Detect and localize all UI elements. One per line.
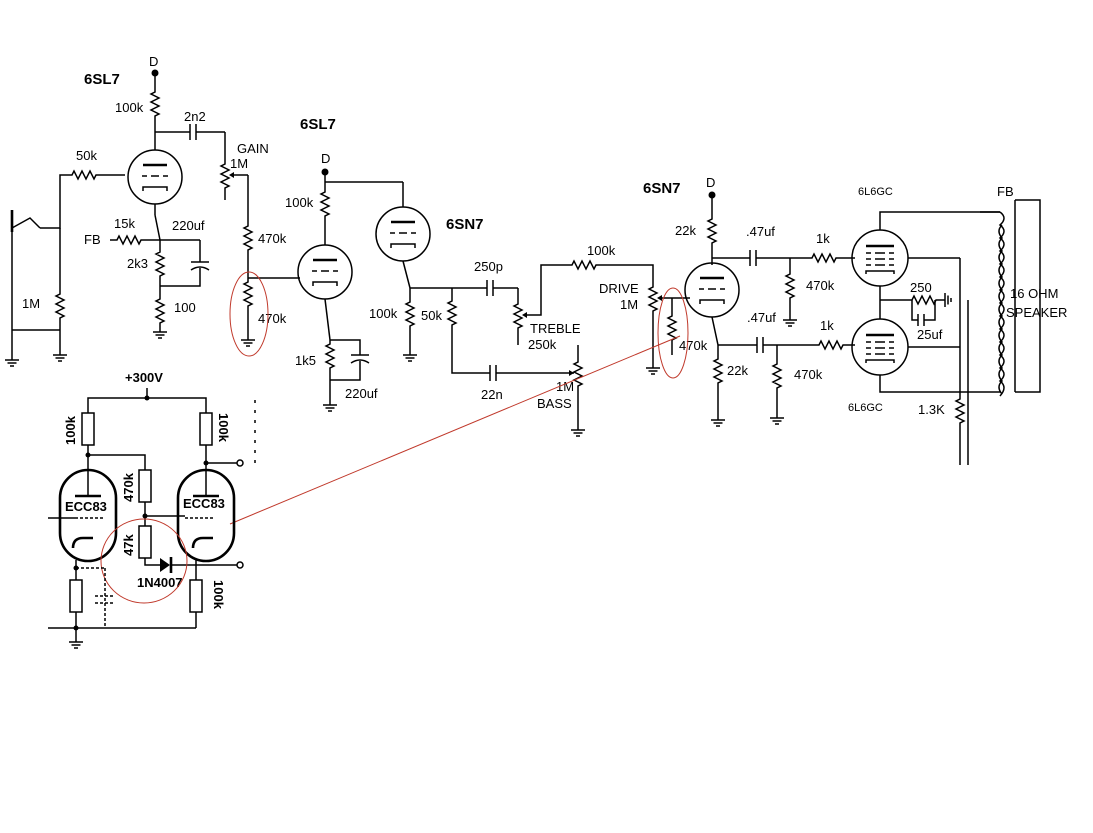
highlight-circle-470k-drive — [657, 287, 689, 379]
inset-label-diode: 1N4007 — [137, 575, 183, 590]
supply-label-d1: D — [149, 54, 158, 69]
tube-label-v2: 6SL7 — [300, 116, 336, 133]
label-c-220uf-a: 220uf — [172, 218, 205, 233]
supply-label-d2: D — [321, 151, 330, 166]
highlight-circle-470k — [229, 271, 269, 357]
label-c-22n: 22n — [481, 387, 503, 402]
label-treble-val: 250k — [528, 337, 557, 352]
tube-label-v1: 6SL7 — [84, 71, 120, 88]
label-r-1m-in: 1M — [22, 296, 40, 311]
label-r-50k-b: 50k — [421, 308, 442, 323]
tube-p1-symbol — [850, 228, 910, 288]
tube-label-p2: 6L6GC — [848, 402, 883, 414]
label-r-470k-d: 470k — [806, 278, 835, 293]
label-c-25uf: 25uf — [917, 327, 943, 342]
inset-tube-2 — [176, 468, 236, 563]
label-treble: TREBLE — [530, 321, 581, 336]
label-gain-val: 1M — [230, 156, 248, 171]
label-r-100k-b: 100k — [285, 195, 314, 210]
tube-v1-symbol — [126, 148, 184, 206]
label-bass-val: 1M — [556, 379, 574, 394]
label-r-50k-in: 50k — [76, 148, 97, 163]
label-r-470k-c: 470k — [679, 338, 708, 353]
inset-supply-label: +300V — [125, 370, 163, 385]
label-drive: DRIVE — [599, 281, 639, 296]
label-r-250: 250 — [910, 280, 932, 295]
label-r-100k-a: 100k — [115, 100, 144, 115]
label-c-47uf-b: .47uf — [747, 310, 776, 325]
tube-v2-symbol — [296, 243, 354, 301]
supply-label-d3: D — [706, 175, 715, 190]
inset-highlight-circle — [100, 518, 188, 604]
inset-tube-1 — [48, 468, 118, 563]
label-r-22k-b: 22k — [727, 363, 748, 378]
label-r-15k: 15k — [114, 216, 135, 231]
inset-label-r-100k-c: 100k — [211, 580, 226, 610]
tube-p2-symbol — [850, 317, 910, 377]
label-gain: GAIN — [237, 141, 269, 156]
label-drive-val: 1M — [620, 297, 638, 312]
input-jack — [4, 210, 60, 367]
label-r-100k-d: 100k — [587, 243, 616, 258]
label-r-1k5: 1k5 — [295, 353, 316, 368]
pointer-line — [229, 335, 681, 525]
label-r-470k-a: 470k — [258, 231, 287, 246]
label-fb-out: FB — [997, 184, 1014, 199]
inset-tube-label-2: ECC83 — [183, 496, 225, 511]
inset-label-r-100k-b: 100k — [216, 413, 231, 443]
label-r-470k-e: 470k — [794, 367, 823, 382]
label-fb-in: FB — [84, 232, 101, 247]
label-r-1k-b: 1k — [820, 318, 834, 333]
label-r-100: 100 — [174, 300, 196, 315]
input-grid-resistor — [40, 170, 125, 362]
label-r-1k-a: 1k — [816, 231, 830, 246]
tube-label-p1: 6L6GC — [858, 186, 893, 198]
label-r-1-3k: 1.3K — [918, 402, 945, 417]
inset-label-r-100k-a: 100k — [63, 415, 78, 445]
inset-label-r-470k: 470k — [121, 472, 136, 502]
inset-tube-label-1: ECC83 — [65, 499, 107, 514]
label-r-100k-c: 100k — [369, 306, 398, 321]
label-r-2k3: 2k3 — [127, 256, 148, 271]
tube-label-v3: 6SN7 — [446, 216, 484, 233]
label-r-470k-b: 470k — [258, 311, 287, 326]
label-c-2n2: 2n2 — [184, 109, 206, 124]
label-r-22k-a: 22k — [675, 223, 696, 238]
output-transformer — [980, 199, 1041, 397]
tube-v4-symbol — [683, 261, 741, 319]
label-c-47uf-a: .47uf — [746, 224, 775, 239]
label-c-220uf-b: 220uf — [345, 386, 378, 401]
inset-label-r-47k: 47k — [121, 534, 136, 556]
label-c-250p: 250p — [474, 259, 503, 274]
tube-v3-symbol — [374, 205, 432, 263]
tube-label-v4: 6SN7 — [643, 180, 681, 197]
label-bass: BASS — [537, 396, 572, 411]
label-speaker-2: SPEAKER — [1006, 305, 1067, 320]
label-speaker-1: 16 OHM — [1010, 286, 1058, 301]
